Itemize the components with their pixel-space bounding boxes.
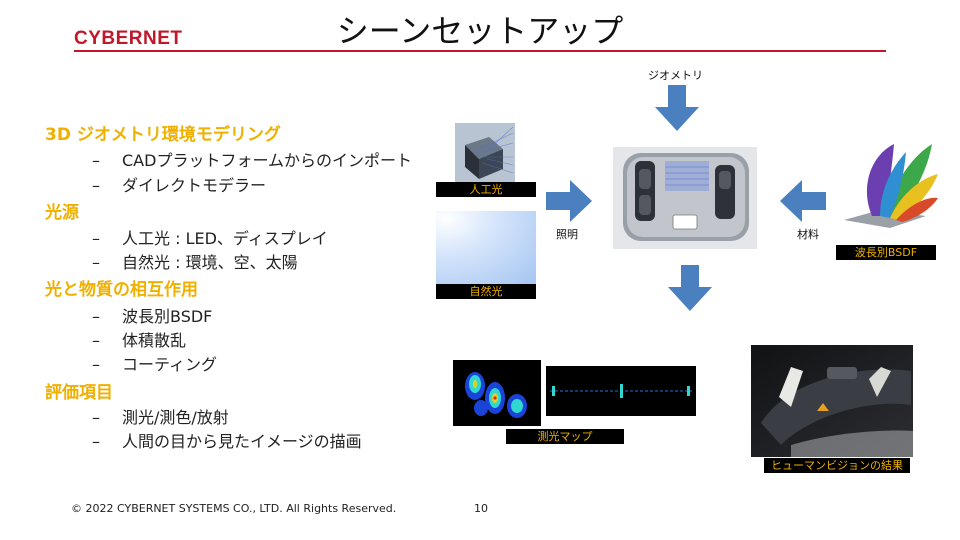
section-heading-geometry: 3D ジオメトリ環境モデリング (45, 125, 281, 145)
list-item: –コーティング (92, 355, 218, 374)
lighting-label: 照明 (556, 228, 578, 241)
list-item: –測光/測色/放射 (92, 408, 229, 427)
natural-light-caption: 自然光 (436, 284, 536, 299)
section-heading-evaluation: 評価項目 (45, 383, 113, 403)
left-arrow-icon (780, 180, 826, 222)
slide-title: シーンセットアップ (336, 12, 624, 50)
list-item: –体積散乱 (92, 331, 187, 350)
copyright-text: © 2022 CYBERNET SYSTEMS CO., LTD. All Ri… (71, 502, 397, 515)
page-number: 10 (474, 502, 488, 515)
list-item: –ダイレクトモデラー (92, 176, 267, 195)
bsdf-lobe-image (844, 144, 938, 228)
list-item: –人工光 : LED、ディスプレイ (92, 229, 328, 248)
artificial-light-image (455, 123, 515, 183)
down-arrow-icon (655, 85, 699, 131)
section-heading-light-source: 光源 (45, 203, 79, 223)
company-logo: CYBERNET (74, 28, 183, 49)
material-label: 材料 (797, 228, 819, 241)
human-vision-caption: ヒューマンビジョンの結果 (764, 458, 910, 473)
section-heading-interaction: 光と物質の相互作用 (45, 280, 198, 300)
photometric-map-image (453, 360, 541, 426)
photometric-map-caption: 測光マップ (506, 429, 624, 444)
header-divider (74, 50, 886, 52)
right-arrow-icon (546, 180, 592, 222)
geometry-label: ジオメトリ (648, 69, 703, 82)
human-vision-image (751, 345, 913, 457)
down-arrow-icon (668, 265, 712, 311)
artificial-light-caption: 人工光 (436, 182, 536, 197)
natural-light-image (436, 211, 536, 284)
overhead-console-image (613, 147, 757, 249)
list-item: –人間の目から見たイメージの描画 (92, 432, 362, 451)
bsdf-caption: 波長別BSDF (836, 245, 936, 260)
list-item: –自然光 : 環境、空、太陽 (92, 253, 298, 272)
photometric-profile-image (546, 366, 696, 416)
list-item: –CADプラットフォームからのインポート (92, 151, 412, 170)
list-item: –波長別BSDF (92, 307, 213, 326)
